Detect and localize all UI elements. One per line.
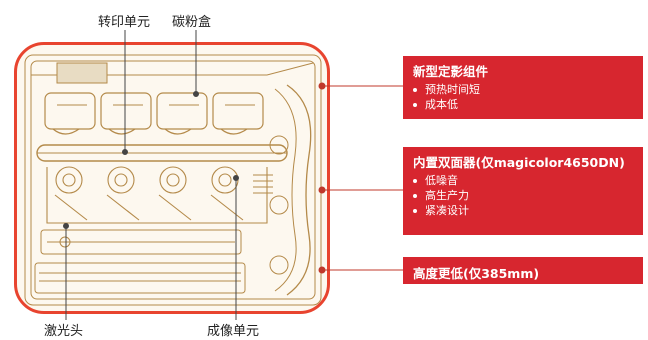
bullet-dot-icon [413,87,417,92]
callout-fuser-bullet-text: 成本低 [425,98,458,111]
callout-duplex-title: 内置双面器(仅magicolor4650DN) [413,155,625,170]
callout-duplex-bullet: 紧凑设计 [413,203,643,218]
bullet-dot-icon [413,193,417,198]
callout-height-title: 高度更低(仅385mm) [413,266,540,281]
callout-height: 高度更低(仅385mm) [403,257,643,284]
label-imaging-unit: 成像单元 [207,324,260,339]
callout-duplex-bullet-text: 低噪音 [425,174,458,187]
label-toner-cartridge: 碳粉盒 [172,15,212,30]
callout-fuser-bullet: 预热时间短 [413,82,643,97]
callout-duplex: 内置双面器(仅magicolor4650DN) 低噪音 高生产力 紧凑设计 [403,147,643,235]
label-transfer-unit: 转印单元 [98,15,151,30]
callout-duplex-bullet: 高生产力 [413,188,643,203]
callout-fuser: 新型定影组件 预热时间短 成本低 [403,56,643,119]
printer-line-drawing [24,54,322,306]
callout-fuser-bullet: 成本低 [413,97,643,112]
callout-fuser-bullet-text: 预热时间短 [425,83,480,96]
callout-duplex-bullet-text: 高生产力 [425,189,469,202]
callout-fuser-title: 新型定影组件 [413,64,489,79]
callout-duplex-bullet: 低噪音 [413,173,643,188]
bullet-dot-icon [413,102,417,107]
bullet-dot-icon [413,208,417,213]
printer-cutaway-diagram [14,42,330,314]
bullet-dot-icon [413,178,417,183]
label-laser-unit: 激光头 [44,324,84,339]
callout-duplex-bullet-text: 紧凑设计 [425,204,469,217]
